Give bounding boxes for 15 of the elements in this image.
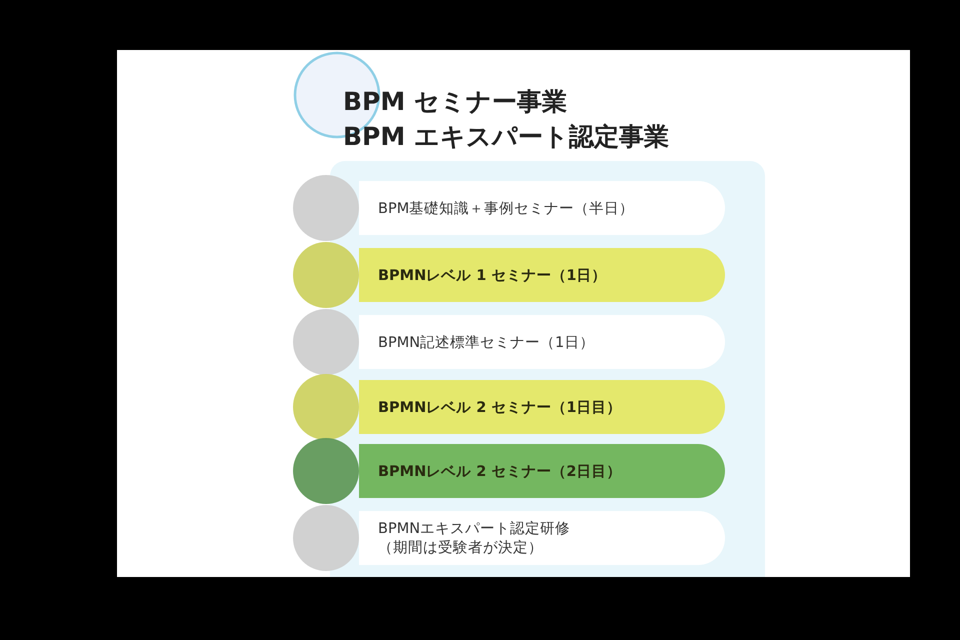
seminar-label: （期間は受験者が決定） bbox=[378, 538, 544, 557]
subtitle: BPM エキスパート認定事業 bbox=[343, 121, 669, 153]
title: BPM セミナー事業 bbox=[343, 86, 567, 118]
seminar-bar bbox=[359, 380, 725, 434]
seminar-bar bbox=[359, 181, 725, 235]
seminar-label: BPMN記述標準セミナー（1日） bbox=[378, 334, 596, 352]
seminar-label: BPM基礎知識＋事例セミナー（半日） bbox=[378, 200, 636, 218]
seminar-bar bbox=[359, 248, 725, 302]
seminar-label: BPMNレベル 2 セミナー（1日目） bbox=[378, 398, 623, 416]
seminar-label: BPMNレベル 2 セミナー（2日目） bbox=[378, 462, 623, 480]
seminar-label: BPMNエキスパート認定研修 bbox=[378, 520, 572, 538]
seminar-bar bbox=[359, 511, 725, 565]
seminar-label: BPMNレベル 1 セミナー（1日） bbox=[378, 266, 608, 284]
seminar-bar bbox=[359, 444, 725, 498]
seminar-bar bbox=[359, 315, 725, 369]
